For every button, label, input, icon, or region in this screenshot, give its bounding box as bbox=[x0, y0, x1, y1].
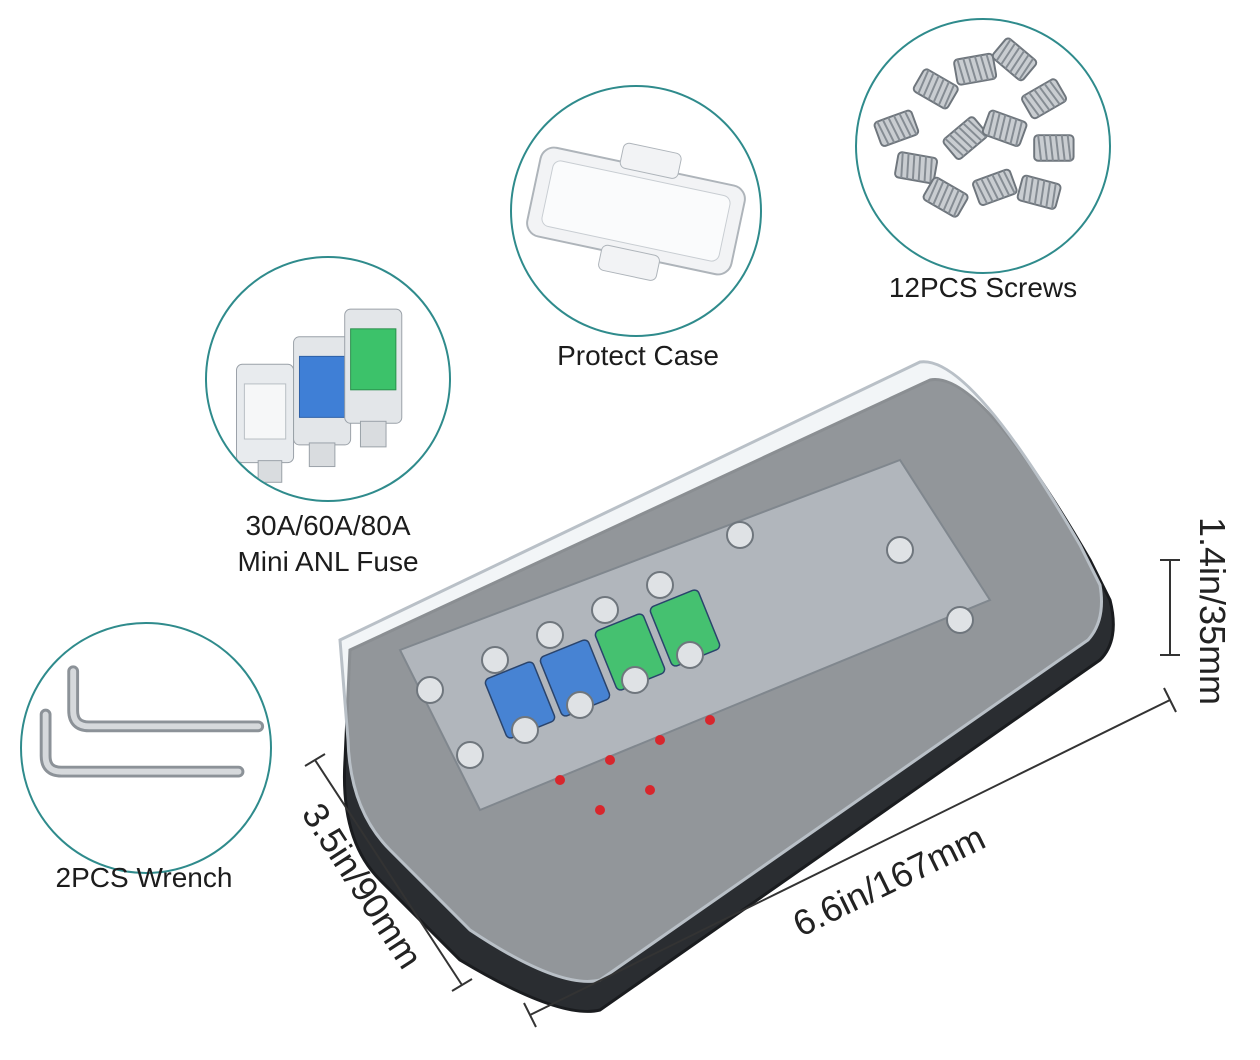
screw-icon bbox=[922, 176, 969, 218]
screw-icon bbox=[894, 151, 939, 185]
screw-icon bbox=[942, 116, 988, 160]
terminal-screw-icon bbox=[416, 676, 444, 704]
fuse-caption-line2: Mini ANL Fuse bbox=[237, 546, 419, 577]
screw-icon bbox=[1033, 134, 1075, 162]
fuse-green bbox=[344, 308, 403, 448]
fuse-circle bbox=[205, 256, 451, 502]
depth-dimension-line bbox=[314, 759, 463, 986]
terminal-screw-icon bbox=[511, 716, 539, 744]
protect-case-illustration bbox=[526, 142, 746, 281]
fuse-clear bbox=[236, 363, 295, 483]
led-indicator-icon bbox=[595, 805, 605, 815]
terminal-screw-icon bbox=[591, 596, 619, 624]
led-indicators bbox=[555, 715, 715, 815]
terminal-screw-icon bbox=[946, 606, 974, 634]
terminal-screw-icon bbox=[536, 621, 564, 649]
protect-case-caption: Protect Case bbox=[557, 340, 719, 371]
terminal-screw-icon bbox=[726, 521, 754, 549]
fuse-caption-line1: 30A/60A/80A bbox=[245, 510, 411, 541]
wrench-circle bbox=[20, 622, 272, 874]
allen-wrench-illustration bbox=[39, 665, 265, 778]
terminal-screws bbox=[416, 521, 974, 769]
screw-icon bbox=[1016, 174, 1062, 210]
screw-icon bbox=[972, 168, 1018, 206]
terminal-screw-icon bbox=[886, 536, 914, 564]
terminal-screw-icon bbox=[621, 666, 649, 694]
screw-icon bbox=[991, 37, 1038, 82]
terminal-screw-icon bbox=[566, 691, 594, 719]
wrench-caption: 2PCS Wrench bbox=[55, 862, 233, 893]
dimension-lines bbox=[304, 559, 1180, 1028]
screws-illustration bbox=[873, 37, 1075, 218]
led-indicator-icon bbox=[705, 715, 715, 725]
led-indicator-icon bbox=[605, 755, 615, 765]
screws-caption: 12PCS Screws bbox=[888, 272, 1078, 303]
fuse-caption: 30A/60A/80A Mini ANL Fuse bbox=[200, 508, 456, 580]
led-indicator-icon bbox=[645, 785, 655, 795]
screws-circle bbox=[855, 18, 1111, 274]
screw-icon bbox=[1021, 78, 1068, 120]
screw-icon bbox=[981, 109, 1028, 147]
screw-icon bbox=[912, 68, 959, 110]
led-indicator-icon bbox=[655, 735, 665, 745]
led-indicator-icon bbox=[555, 775, 565, 785]
terminal-screw-icon bbox=[646, 571, 674, 599]
terminal-screw-icon bbox=[676, 641, 704, 669]
protect-case-circle bbox=[510, 85, 762, 337]
terminal-screw-icon bbox=[456, 741, 484, 769]
height-dimension-label: 1.4in/35mm bbox=[1192, 516, 1234, 706]
mini-anl-fuse-illustration bbox=[236, 308, 403, 483]
installed-fuses bbox=[484, 589, 721, 739]
terminal-screw-icon bbox=[481, 646, 509, 674]
length-dimension-line bbox=[529, 699, 1171, 1016]
screw-icon bbox=[953, 52, 998, 86]
fuse-blue bbox=[293, 336, 352, 468]
screw-icon bbox=[873, 109, 920, 147]
